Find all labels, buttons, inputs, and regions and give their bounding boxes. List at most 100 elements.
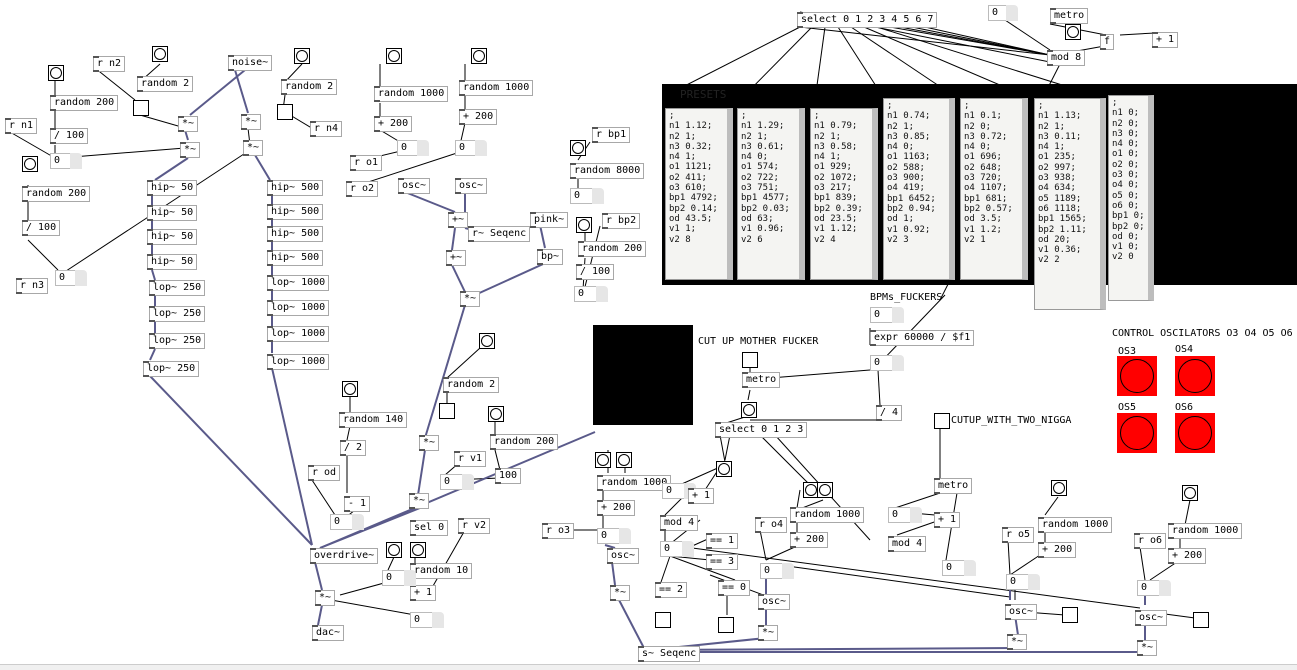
multiply-signal[interactable]: *~ xyxy=(758,625,779,641)
random-140-object[interactable]: random 140 xyxy=(339,412,408,428)
divide-2-object[interactable]: / 2 xyxy=(340,440,367,456)
random-2-object[interactable]: random 2 xyxy=(443,377,500,393)
receive-v2[interactable]: r v2 xyxy=(458,518,491,534)
multiply-signal[interactable]: *~ xyxy=(315,590,336,606)
divide-100-object[interactable]: / 100 xyxy=(50,128,89,144)
receive-n2[interactable]: r n2 xyxy=(93,56,126,72)
bang-button[interactable] xyxy=(716,461,732,477)
toggle[interactable] xyxy=(277,104,293,120)
bang-button[interactable] xyxy=(488,406,504,422)
random-200-object[interactable]: random 200 xyxy=(578,241,647,257)
receive-seqenc[interactable]: r~ Seqenc xyxy=(468,226,531,242)
os3-toggle[interactable] xyxy=(1116,355,1158,397)
toggle[interactable] xyxy=(133,100,149,116)
bang-button[interactable] xyxy=(386,542,402,558)
multiply-signal[interactable]: *~ xyxy=(409,493,430,509)
add-1-object[interactable]: + 1 xyxy=(934,512,961,528)
select-0-object[interactable]: sel 0 xyxy=(410,520,449,536)
receive-bp2[interactable]: r bp2 xyxy=(602,213,641,229)
add-200-object[interactable]: + 200 xyxy=(1168,548,1207,564)
toggle[interactable] xyxy=(439,403,455,419)
multiply-signal[interactable]: *~ xyxy=(610,585,631,601)
toggle[interactable] xyxy=(718,617,734,633)
bandpass-object[interactable]: bp~ xyxy=(537,249,564,265)
highpass-500[interactable]: hip~ 500 xyxy=(267,180,324,196)
add-200-object[interactable]: + 200 xyxy=(597,500,636,516)
number-box[interactable]: 0 xyxy=(597,528,631,544)
bang-button[interactable] xyxy=(479,333,495,349)
bang-button[interactable] xyxy=(595,452,611,468)
number-box[interactable]: 0 xyxy=(1006,574,1040,590)
bang-button[interactable] xyxy=(570,140,586,156)
add-200-object[interactable]: + 200 xyxy=(790,532,829,548)
bang-button[interactable] xyxy=(1065,24,1081,40)
multiply-signal[interactable]: *~ xyxy=(180,142,201,158)
receive-o6[interactable]: r o6 xyxy=(1134,533,1167,549)
preset-message[interactable]: ; n1 1.13; n2 1; n3 0.11; n4 1; o1 235; … xyxy=(1034,98,1106,310)
highpass-500[interactable]: hip~ 500 xyxy=(267,226,324,242)
bang-button[interactable] xyxy=(48,65,64,81)
number-box[interactable]: 0 xyxy=(50,153,82,169)
float-object[interactable]: f xyxy=(1100,34,1115,50)
random-200-object[interactable]: random 200 xyxy=(22,186,91,202)
highpass-50[interactable]: hip~ 50 xyxy=(147,205,198,221)
toggle[interactable] xyxy=(742,352,758,368)
random-1000-object[interactable]: random 1000 xyxy=(459,80,534,96)
lowpass-1000[interactable]: lop~ 1000 xyxy=(267,326,330,342)
multiply-signal[interactable]: *~ xyxy=(243,140,264,156)
toggle[interactable] xyxy=(655,612,671,628)
number-box[interactable]: 0 xyxy=(570,188,604,204)
multiply-signal[interactable]: *~ xyxy=(1137,640,1158,656)
receive-n1[interactable]: r n1 xyxy=(5,118,38,134)
receive-o4[interactable]: r o4 xyxy=(755,517,788,533)
expr-object[interactable]: expr 60000 / $f1 xyxy=(870,330,975,346)
bang-button[interactable] xyxy=(616,452,632,468)
mod-4-object[interactable]: mod 4 xyxy=(660,515,699,531)
add-1-object[interactable]: + 1 xyxy=(410,585,437,601)
oscillator-o2[interactable]: osc~ xyxy=(455,178,488,194)
receive-o2[interactable]: r o2 xyxy=(346,181,379,197)
highpass-500[interactable]: hip~ 500 xyxy=(267,250,324,266)
bang-button[interactable] xyxy=(294,48,310,64)
random-1000-object[interactable]: random 1000 xyxy=(1038,517,1113,533)
metro-object[interactable]: metro xyxy=(1050,8,1089,24)
bang-button[interactable] xyxy=(576,217,592,233)
multiply-signal[interactable]: *~ xyxy=(178,116,199,132)
number-box[interactable]: 0 xyxy=(55,270,87,286)
send-seqenc[interactable]: s~ Seqenc xyxy=(638,646,701,662)
lowpass-250[interactable]: lop~ 250 xyxy=(149,333,206,349)
divide-4-object[interactable]: / 4 xyxy=(876,405,903,421)
receive-v1[interactable]: r v1 xyxy=(454,451,487,467)
toggle[interactable] xyxy=(934,413,950,429)
random-1000-object[interactable]: random 1000 xyxy=(597,475,672,491)
number-box[interactable]: 0 xyxy=(455,140,487,156)
number-box[interactable]: 0 xyxy=(870,307,904,323)
os4-toggle[interactable] xyxy=(1174,355,1216,397)
plus-one-object[interactable]: + 1 xyxy=(1152,32,1179,48)
bang-button[interactable] xyxy=(342,381,358,397)
toggle[interactable] xyxy=(1193,612,1209,628)
highpass-50[interactable]: hip~ 50 xyxy=(147,254,198,270)
add-200-object[interactable]: + 200 xyxy=(459,109,498,125)
toggle[interactable] xyxy=(1062,607,1078,623)
number-box[interactable]: 0 xyxy=(942,560,976,576)
highpass-50[interactable]: hip~ 50 xyxy=(147,180,198,196)
equals-0-object[interactable]: == 0 xyxy=(718,580,751,596)
receive-bp1[interactable]: r bp1 xyxy=(592,127,631,143)
bang-button[interactable] xyxy=(386,48,402,64)
number-box[interactable]: 0 xyxy=(888,507,922,523)
highpass-500[interactable]: hip~ 500 xyxy=(267,204,324,220)
add-200-object[interactable]: + 200 xyxy=(374,116,413,132)
bang-button[interactable] xyxy=(1051,480,1067,496)
highpass-50[interactable]: hip~ 50 xyxy=(147,229,198,245)
receive-o5[interactable]: r o5 xyxy=(1002,527,1035,543)
bang-button[interactable] xyxy=(22,156,38,172)
number-box[interactable]: 0 xyxy=(382,570,416,586)
number-box[interactable]: 0 xyxy=(574,286,608,302)
oscillator-o1[interactable]: osc~ xyxy=(398,178,431,194)
lowpass-250[interactable]: lop~ 250 xyxy=(149,306,206,322)
lowpass-1000[interactable]: lop~ 1000 xyxy=(267,275,330,291)
bang-button[interactable] xyxy=(410,542,426,558)
number-box[interactable]: 0 xyxy=(410,612,444,628)
add-200-object[interactable]: + 200 xyxy=(1038,542,1077,558)
